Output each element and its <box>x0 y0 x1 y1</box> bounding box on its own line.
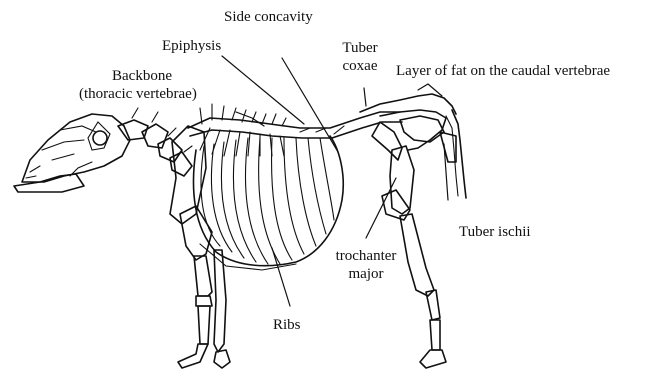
label-backbone-line2: (thoracic vertebrae) <box>79 86 197 103</box>
label-trochanter-line1: trochanter <box>326 248 406 265</box>
label-tuber-coxae-line2: coxae <box>330 58 390 75</box>
thoracic-spine <box>188 104 402 156</box>
skull <box>14 114 130 192</box>
label-fat-layer: Layer of fat on the caudal vertebrae <box>396 63 610 80</box>
label-trochanter-line2: major <box>326 266 406 283</box>
foreleg <box>170 126 230 368</box>
leader-backbone <box>236 112 264 126</box>
leader-ribs <box>272 248 290 306</box>
label-tuber-ischii: Tuber ischii <box>459 224 531 241</box>
label-side-concavity: Side concavity <box>224 9 313 26</box>
label-tuber-coxae-line1: Tuber <box>330 40 390 57</box>
leader-tuber-coxae <box>364 88 366 106</box>
label-backbone-line1: Backbone <box>112 68 172 85</box>
label-epiphysis: Epiphysis <box>162 38 221 55</box>
label-ribs: Ribs <box>273 317 301 334</box>
